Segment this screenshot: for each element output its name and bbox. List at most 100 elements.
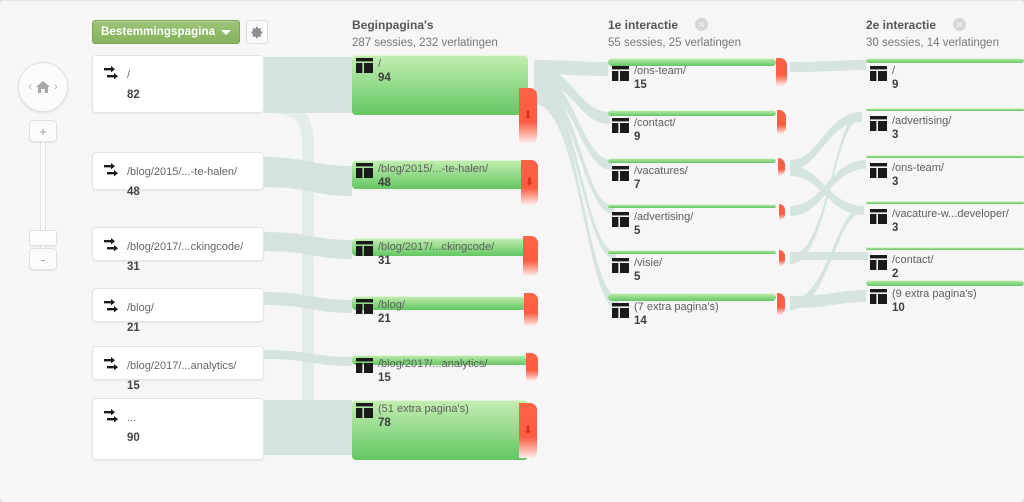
flow-node-bar[interactable] — [866, 201, 1024, 204]
list-item-value: 21 — [127, 322, 140, 334]
flow-node-bar[interactable] — [866, 280, 1024, 286]
inbound-arrows-icon — [104, 357, 118, 371]
list-item[interactable]: /blog/2017/...analytics/ 15 — [92, 346, 264, 392]
list-item[interactable]: / 82 — [92, 55, 264, 113]
dropoff-bar[interactable] — [526, 353, 538, 381]
page-icon — [356, 358, 373, 373]
flow-node-name: /blog/2015/...-te-halen/ — [378, 163, 489, 175]
flow-node-bar[interactable] — [866, 247, 1024, 250]
column-subtitle: 30 sessies, 14 verlatingen — [866, 37, 999, 49]
dropoff-arrow-icon: ⬇ — [523, 109, 533, 121]
list-item-name: /blog/2017/...ckingcode/ — [127, 241, 244, 253]
flow-node-bar[interactable] — [608, 58, 776, 66]
flow-node-bar[interactable] — [608, 110, 776, 116]
page-icon — [612, 118, 629, 133]
dropoff-bar[interactable] — [776, 58, 787, 86]
list-item[interactable]: /blog/ 21 — [92, 288, 264, 334]
dimension-select[interactable]: Bestemmingspagina — [92, 20, 240, 44]
flow-node-name: /contact/ — [634, 117, 676, 129]
flow-node-bar[interactable] — [352, 296, 528, 310]
flow-node-bar[interactable] — [352, 238, 528, 256]
flow-node-bar[interactable] — [608, 158, 776, 163]
flow-node-bar[interactable] — [608, 204, 776, 208]
dropoff-fade — [779, 259, 785, 266]
flow-node-name: /advertising/ — [634, 211, 694, 223]
column-title: 2e interactie — [866, 17, 937, 32]
dropoff-bar[interactable] — [779, 250, 785, 266]
zoom-slider[interactable]: + - — [29, 120, 57, 270]
flow-node-name: / — [378, 58, 382, 70]
dropoff-bar[interactable]: ⬇ — [521, 160, 538, 205]
flow-node-name: /ons-team/ — [892, 162, 944, 174]
column-subtitle: 55 sessies, 25 verlatingen — [608, 37, 741, 49]
list-item-name: /blog/2015/...-te-halen/ — [127, 166, 238, 178]
close-circle-icon[interactable] — [694, 18, 708, 32]
flow-node-bar[interactable] — [352, 400, 528, 460]
prev-arrow-icon[interactable]: ‹ — [28, 81, 32, 93]
dropoff-bar[interactable] — [779, 204, 785, 220]
dropoff-bar[interactable] — [777, 293, 785, 315]
dropoff-fade — [777, 306, 785, 315]
dropoff-bar[interactable] — [777, 110, 786, 134]
flow-node-bar[interactable] — [608, 250, 776, 254]
list-item[interactable]: /blog/2015/...-te-halen/ 48 — [92, 152, 264, 198]
page-icon — [356, 241, 373, 256]
dropoff-fade — [778, 169, 785, 176]
flow-node-bar[interactable] — [866, 58, 1024, 63]
home-button[interactable]: ‹ › — [18, 62, 68, 112]
flow-node-name: / — [892, 65, 896, 77]
flow-node-bar[interactable] — [352, 55, 528, 115]
flow-node-value: 3 — [892, 176, 899, 189]
flow-node-name: /blog/2017/...analytics/ — [378, 358, 488, 370]
flow-node-name: /visie/ — [634, 257, 663, 269]
flow-node-value: 94 — [378, 72, 391, 85]
flow-node-value: 5 — [634, 271, 641, 284]
dropoff-bar[interactable] — [524, 293, 538, 326]
flow-node-value: 78 — [378, 417, 391, 430]
settings-button[interactable] — [246, 20, 268, 44]
column-header-2e-interactie: 2e interactie 30 sessies, 14 verlatingen — [866, 16, 999, 49]
flow-node-value: 3 — [892, 129, 899, 142]
dropoff-arrow-icon: ⬇ — [523, 424, 533, 436]
inbound-arrows-icon — [104, 299, 118, 313]
dropoff-fade — [777, 124, 786, 134]
column-header-beginpaginas: Beginpagina's 287 sessies, 232 verlating… — [352, 16, 498, 49]
zoom-slider-handle[interactable] — [29, 230, 57, 246]
page-icon — [612, 66, 629, 81]
page-icon — [612, 258, 629, 273]
zoom-out-button[interactable]: - — [29, 248, 57, 270]
flow-node-bar[interactable] — [866, 155, 1024, 158]
flow-node-value: 7 — [634, 179, 641, 192]
flow-node-value: 14 — [634, 315, 647, 328]
dropoff-bar[interactable] — [778, 158, 785, 176]
flow-node-value: 3 — [892, 222, 899, 235]
dropoff-bar[interactable]: ⬇ — [519, 403, 537, 458]
column-title: Beginpagina's — [352, 17, 434, 32]
list-item[interactable]: ... 90 — [92, 398, 264, 460]
next-arrow-icon[interactable]: › — [54, 81, 58, 93]
flow-node-bar[interactable] — [352, 160, 528, 189]
list-item-name: ... — [127, 412, 137, 424]
dropoff-fade — [776, 75, 787, 86]
page-icon — [612, 166, 629, 181]
flow-node-value: 15 — [378, 372, 391, 385]
zoom-in-button[interactable]: + — [29, 120, 57, 142]
dimension-select-label: Bestemmingspagina — [101, 26, 216, 38]
flow-node-bar[interactable] — [608, 293, 776, 301]
dropoff-bar[interactable]: ⬇ — [519, 88, 537, 143]
page-icon — [870, 66, 887, 81]
dropoff-fade — [523, 260, 538, 276]
flow-node-bar[interactable] — [866, 108, 1024, 111]
flow-node-value: 15 — [634, 79, 647, 92]
flow-node-bar[interactable] — [352, 355, 528, 365]
close-circle-icon[interactable] — [952, 18, 966, 32]
page-icon — [870, 116, 887, 131]
dropoff-bar[interactable] — [523, 236, 538, 276]
list-item-value: 82 — [127, 89, 140, 101]
dropoff-arrow-icon: ⬇ — [524, 176, 535, 188]
zoom-controls[interactable]: ‹ › + - — [18, 62, 70, 270]
list-item-name: /blog/2017/...analytics/ — [127, 360, 237, 372]
list-item[interactable]: /blog/2017/...ckingcode/ 31 — [92, 227, 264, 273]
flow-node-value: 48 — [378, 177, 391, 190]
